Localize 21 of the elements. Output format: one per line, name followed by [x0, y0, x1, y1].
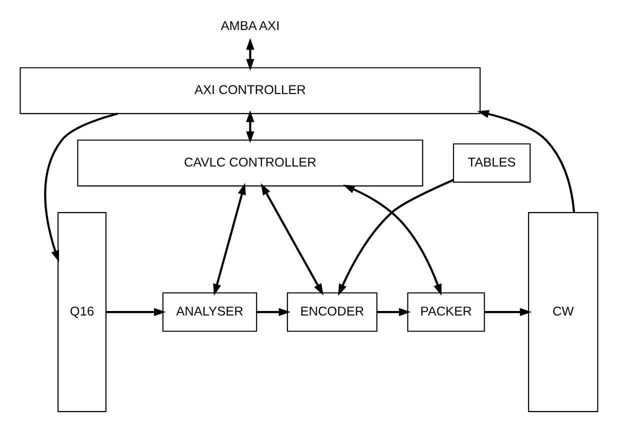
arrow — [484, 308, 532, 316]
arrow — [246, 38, 254, 71]
node-box: CAVLC CONTROLLER — [76, 140, 423, 186]
arrow — [256, 308, 290, 316]
node-box: Q16 — [57, 212, 106, 412]
node-box: ENCODER — [286, 292, 377, 332]
node-box: AXI CONTROLLER — [19, 67, 480, 114]
node-box: PACKER — [406, 292, 484, 332]
arrow — [376, 308, 410, 316]
node-box: CW — [528, 212, 598, 412]
arrow — [260, 183, 323, 296]
arrow — [106, 308, 166, 316]
node-text: AMBA AXI — [220, 18, 280, 34]
node-box: ANALYSER — [162, 292, 257, 332]
arrow — [476, 110, 575, 213]
arrow — [246, 110, 254, 144]
arrow — [44, 112, 118, 262]
arrow — [212, 182, 246, 296]
arrow — [338, 179, 454, 296]
arrow — [342, 184, 442, 296]
node-box: TABLES — [452, 143, 530, 183]
